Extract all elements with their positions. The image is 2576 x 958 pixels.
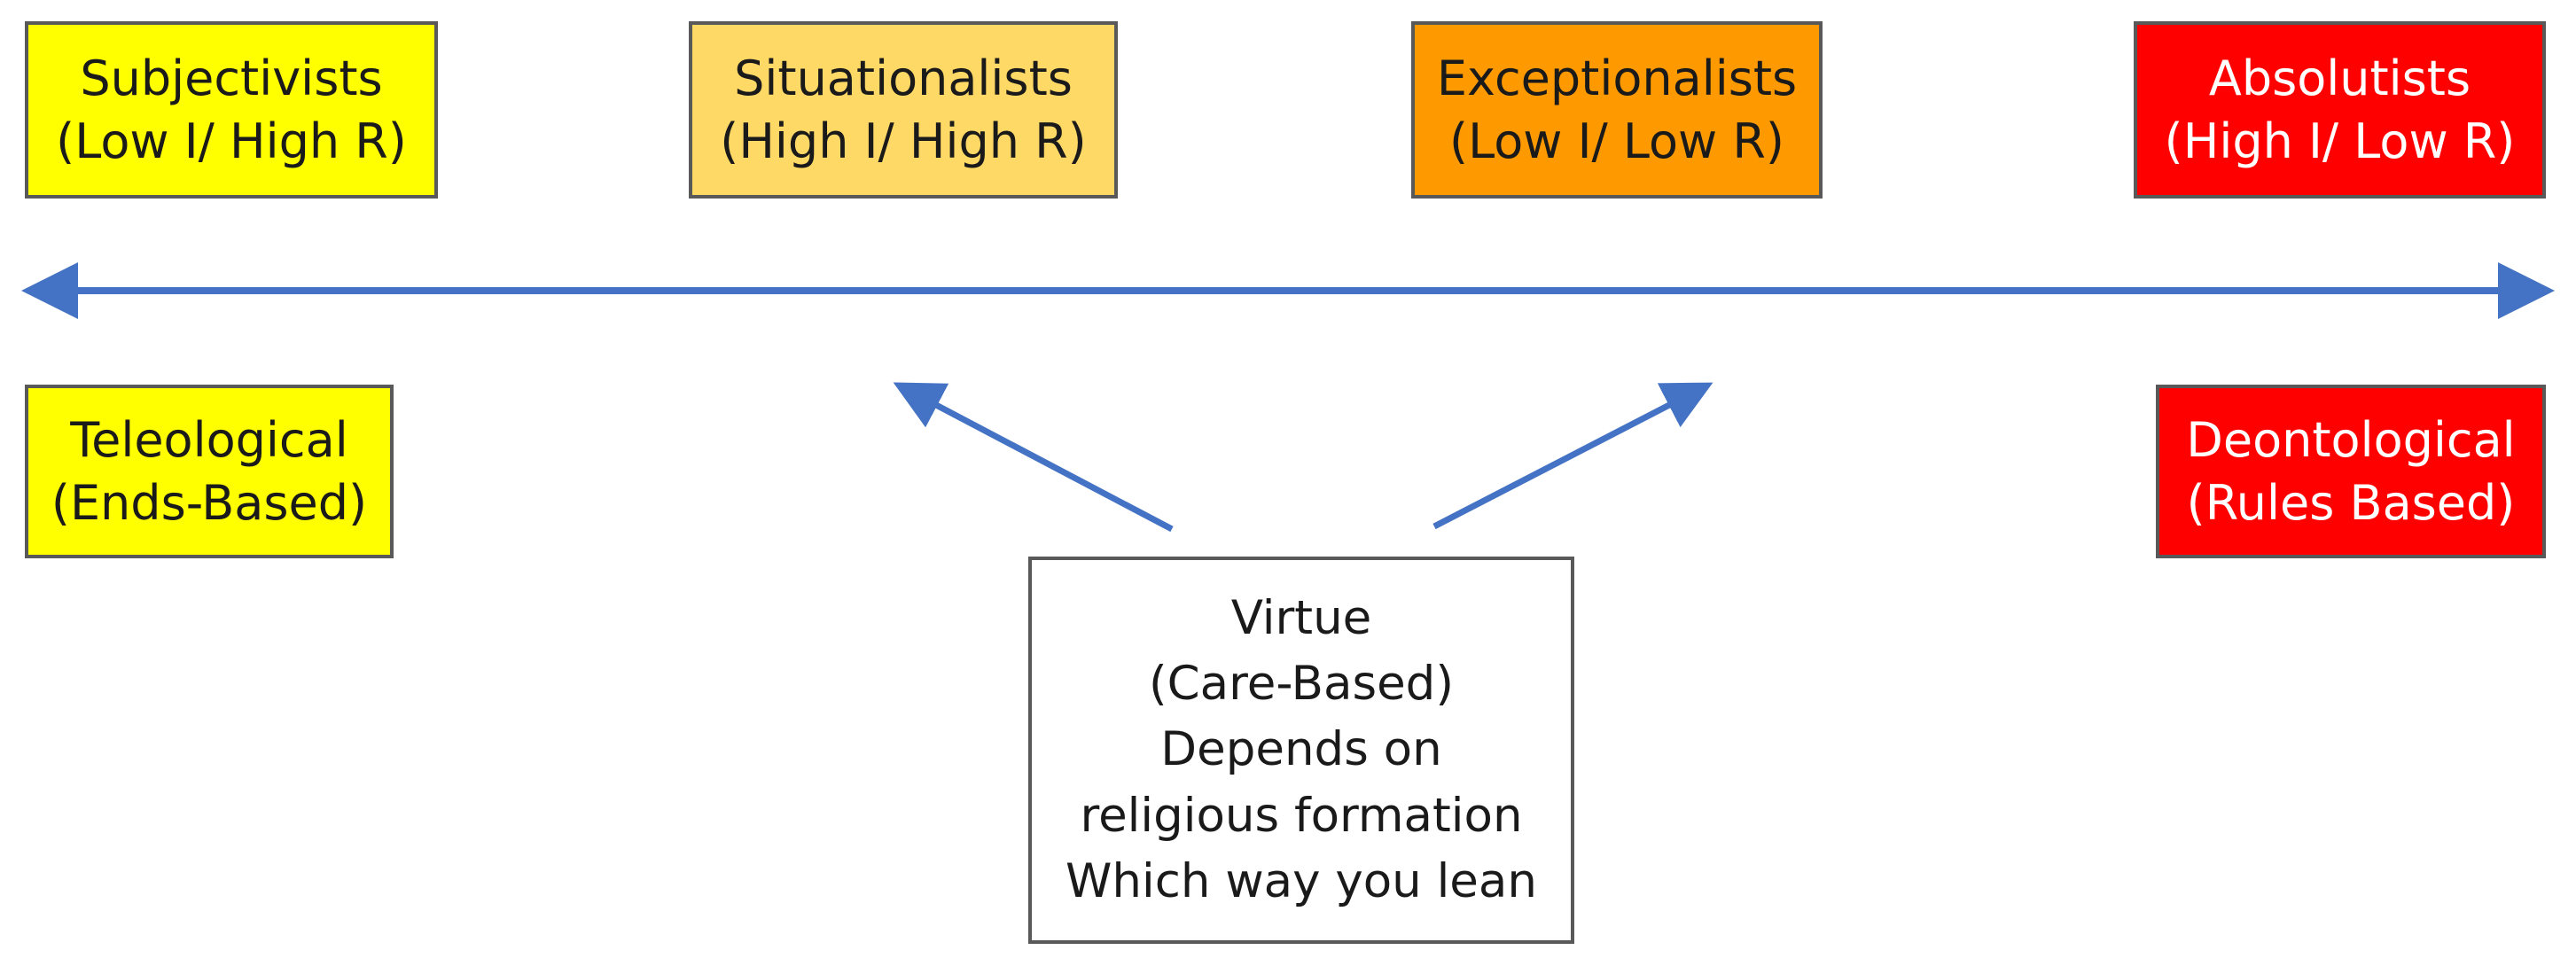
deontological-title: Deontological xyxy=(2186,411,2516,468)
teleological-title: Teleological xyxy=(70,411,348,468)
subjectivists-title: Subjectivists xyxy=(80,50,383,106)
subjectivists-box: Subjectivists (Low I/ High R) xyxy=(25,21,438,199)
virtue-line-5: Which way you lean xyxy=(1066,853,1537,908)
virtue-to-situationalists-arrow xyxy=(893,382,1174,533)
absolutists-subtitle: (High I/ Low R) xyxy=(2164,113,2516,169)
absolutists-box: Absolutists (High I/ Low R) xyxy=(2134,21,2546,199)
situationalists-box: Situationalists (High I/ High R) xyxy=(689,21,1118,199)
virtue-box: Virtue (Care-Based) Depends on religious… xyxy=(1028,557,1574,944)
virtue-line-4: religious formation xyxy=(1080,788,1523,843)
virtue-line-3: Depends on xyxy=(1160,722,1442,777)
teleological-subtitle: (Ends-Based) xyxy=(51,475,368,531)
situationalists-subtitle: (High I/ High R) xyxy=(720,113,1087,169)
absolutists-title: Absolutists xyxy=(2208,50,2471,106)
virtue-line-1: Virtue xyxy=(1230,591,1372,646)
situationalists-title: Situationalists xyxy=(734,50,1073,106)
virtue-line-2: (Care-Based) xyxy=(1148,657,1454,712)
deontological-subtitle: (Rules Based) xyxy=(2186,475,2516,531)
exceptionalists-title: Exceptionalists xyxy=(1436,50,1798,106)
exceptionalists-box: Exceptionalists (Low I/ Low R) xyxy=(1411,21,1823,199)
deontological-box: Deontological (Rules Based) xyxy=(2156,385,2546,558)
subjectivists-subtitle: (Low I/ High R) xyxy=(56,113,407,169)
teleological-box: Teleological (Ends-Based) xyxy=(25,385,394,558)
exceptionalists-subtitle: (Low I/ Low R) xyxy=(1449,113,1784,169)
virtue-to-exceptionalists-arrow xyxy=(1432,382,1713,530)
